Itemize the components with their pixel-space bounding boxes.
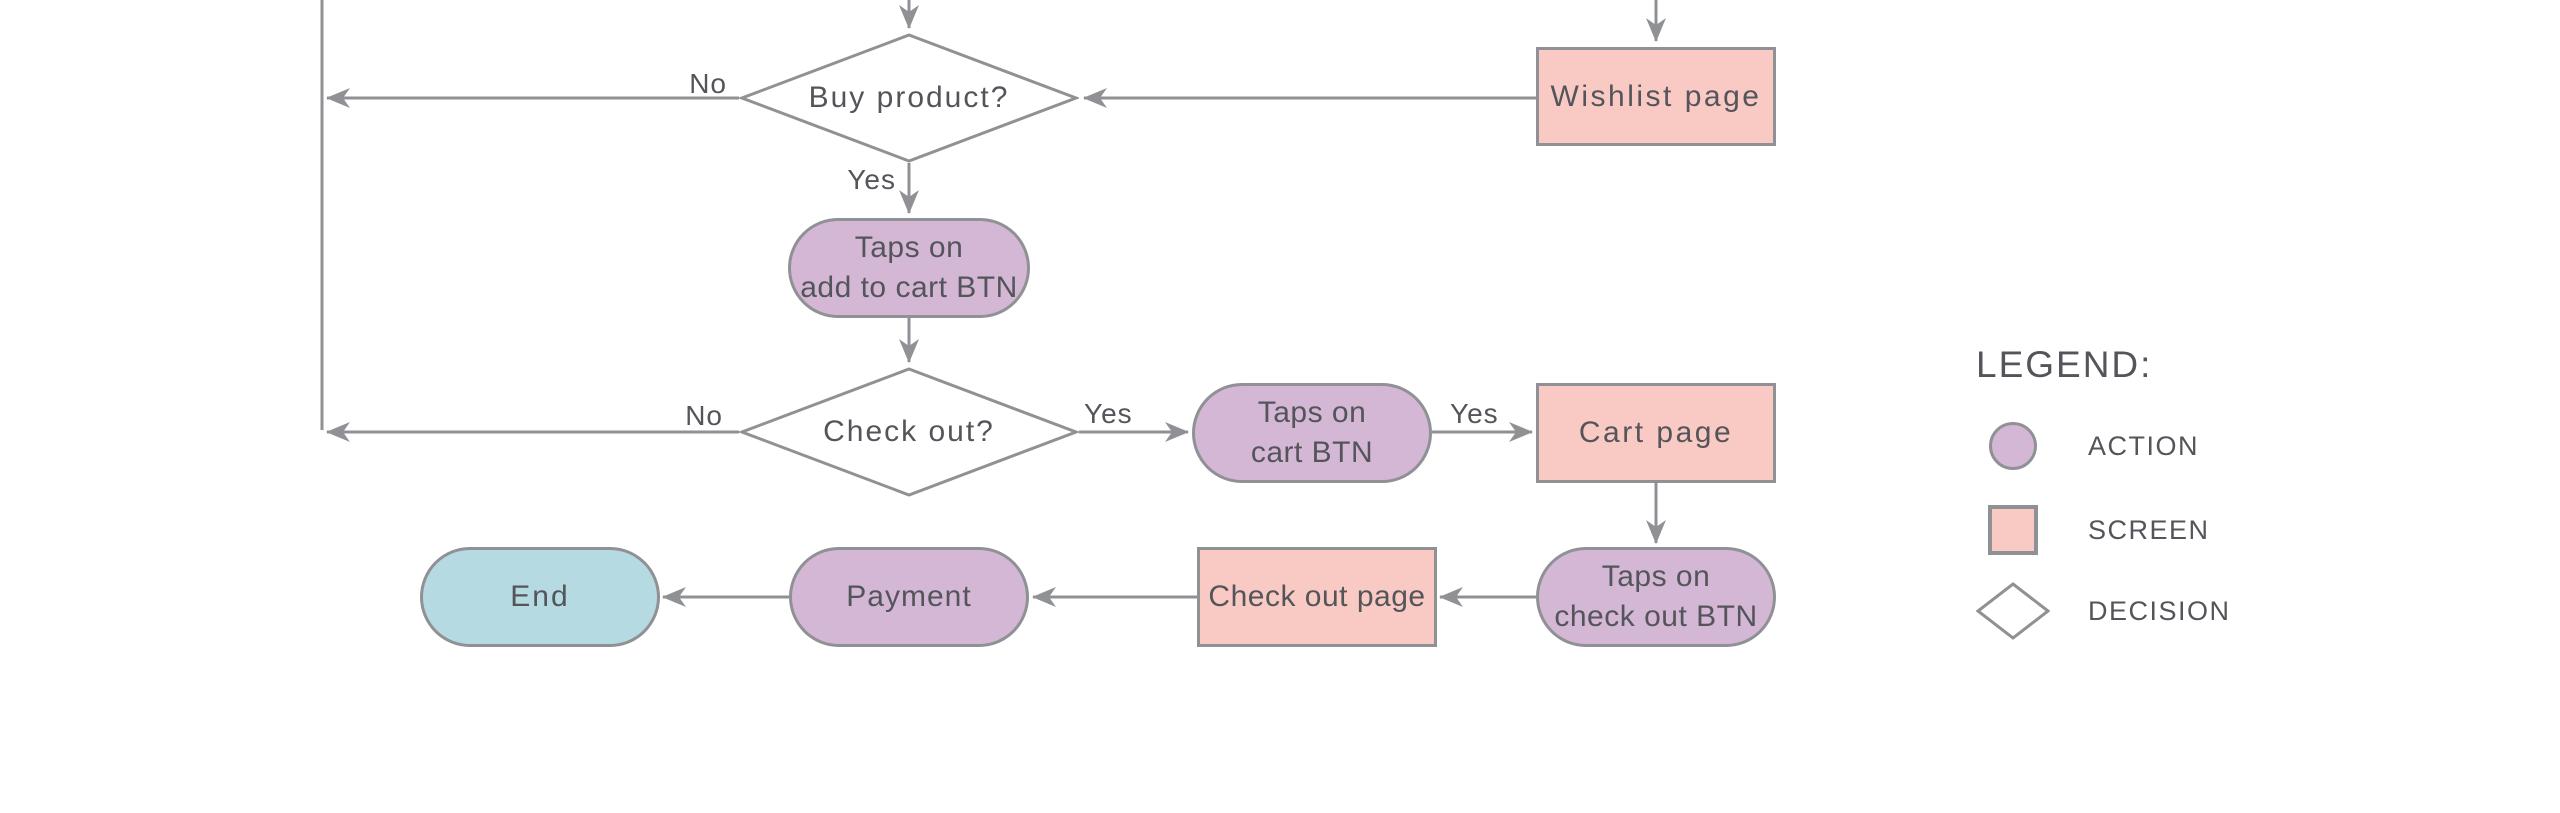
edge-label-buy-product-no: No (689, 68, 727, 99)
node-payment: Payment (789, 547, 1029, 647)
node-wishlist-page: Wishlist page (1536, 47, 1776, 146)
node-label-cart-page: Cart page (1578, 416, 1734, 450)
decision-diamond-shape (739, 367, 1079, 497)
action-ellipse-icon (1989, 422, 2037, 470)
node-buy-product: Buy product? (739, 33, 1079, 163)
node-label-payment: Payment (846, 580, 972, 614)
node-label-check-out-page: Check out page (1208, 580, 1426, 614)
node-label-end: End (510, 580, 570, 614)
node-cart-page: Cart page (1536, 383, 1776, 483)
legend-row-decision: DECISION (1976, 582, 2231, 640)
node-label-buy-product: Buy product? (808, 81, 1010, 115)
legend-label-action: ACTION (2088, 430, 2200, 461)
edge-label-buy-product-yes: Yes (847, 164, 896, 195)
legend-action-shape-cell (1976, 422, 2050, 470)
decision-diamond-shape (739, 33, 1079, 163)
node-label-check-out: Check out? (823, 415, 995, 449)
legend: LEGEND: ACTION SCREEN DECISION (1976, 344, 2231, 640)
node-check-out: Check out? (739, 367, 1079, 497)
screen-rect-icon (1988, 505, 2038, 555)
legend-decision-shape-cell (1976, 582, 2050, 640)
edge-label-check-out-no: No (685, 400, 723, 431)
legend-label-decision: DECISION (2088, 595, 2231, 626)
legend-screen-shape-cell (1976, 505, 2050, 555)
decision-diamond-icon (1976, 582, 2050, 640)
node-check-out-page: Check out page (1197, 547, 1437, 647)
legend-label-screen: SCREEN (2088, 514, 2210, 545)
legend-row-action: ACTION (1976, 422, 2231, 470)
legend-row-screen: SCREEN (1976, 505, 2231, 555)
edge-label-cart-btn-to-cart-page: Yes (1450, 398, 1499, 429)
node-label-wishlist-page: Wishlist page (1550, 79, 1762, 113)
edge-label-check-out-yes: Yes (1084, 398, 1133, 429)
legend-title: LEGEND: (1976, 344, 2153, 385)
node-end: End (420, 547, 660, 647)
